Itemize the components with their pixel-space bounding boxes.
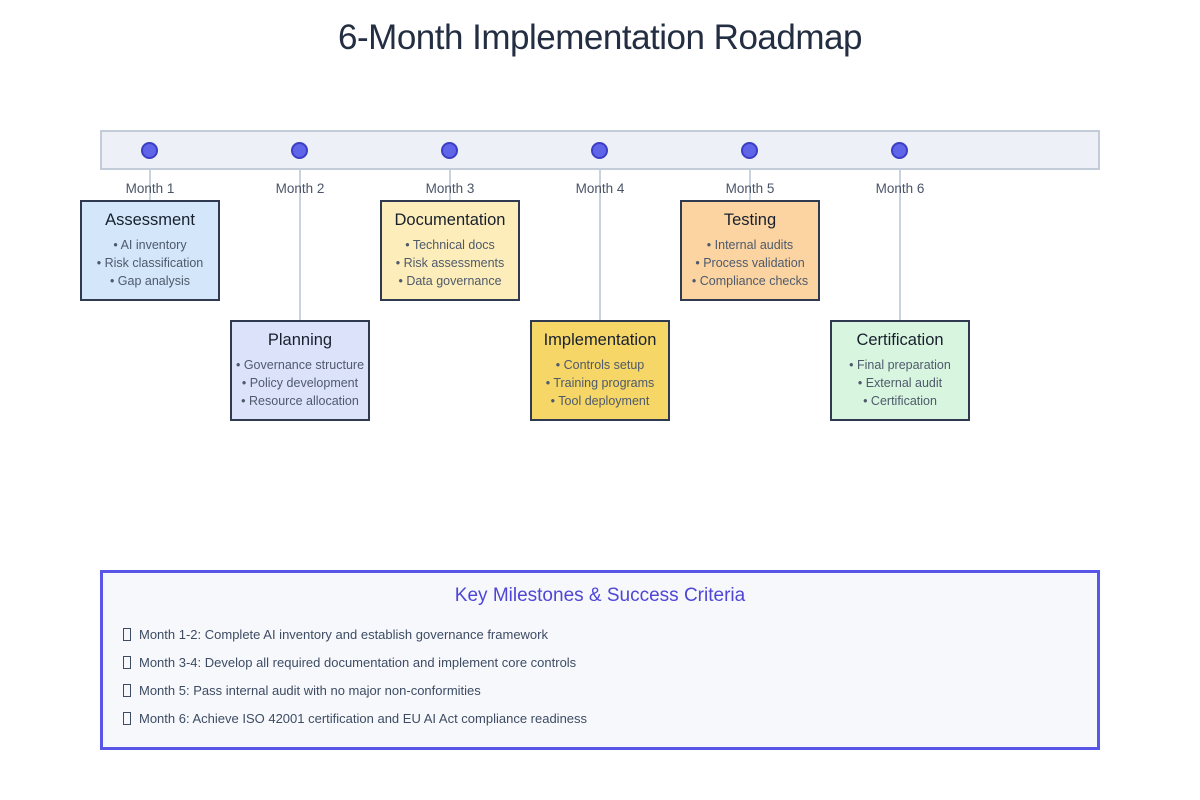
milestone-text: Month 5: Pass internal audit with no maj… bbox=[139, 683, 481, 698]
phase-item: AI inventory bbox=[82, 236, 218, 254]
phase-item: External audit bbox=[832, 374, 968, 392]
month-label-1: Month 1 bbox=[125, 181, 175, 196]
phase-card-testing: Testing Internal audits Process validati… bbox=[680, 200, 820, 301]
milestones-panel: Key Milestones & Success Criteria Month … bbox=[100, 570, 1100, 750]
phase-card-certification: Certification Final preparation External… bbox=[830, 320, 970, 421]
phase-item: Governance structure bbox=[232, 356, 368, 374]
milestone-item: Month 5: Pass internal audit with no maj… bbox=[123, 677, 1097, 705]
phase-item: Compliance checks bbox=[682, 272, 818, 290]
month-label-2: Month 2 bbox=[275, 181, 325, 196]
phase-item: Certification bbox=[832, 392, 968, 410]
missing-glyph-icon bbox=[123, 684, 131, 697]
milestones-title: Key Milestones & Success Criteria bbox=[454, 585, 746, 606]
timeline-dot-month-2 bbox=[291, 142, 308, 159]
missing-glyph-icon bbox=[123, 656, 131, 669]
timeline-dot-month-6 bbox=[891, 142, 908, 159]
connector-month-3 bbox=[449, 170, 451, 200]
phase-item: Risk classification bbox=[82, 254, 218, 272]
phase-item: Resource allocation bbox=[232, 392, 368, 410]
milestone-item: Month 6: Achieve ISO 42001 certification… bbox=[123, 705, 1097, 733]
milestone-item: Month 3-4: Develop all required document… bbox=[123, 649, 1097, 677]
connector-month-2 bbox=[299, 170, 301, 320]
phase-item: Gap analysis bbox=[82, 272, 218, 290]
connector-month-6 bbox=[899, 170, 901, 320]
milestone-text: Month 1-2: Complete AI inventory and est… bbox=[139, 627, 548, 642]
phase-item: Internal audits bbox=[682, 236, 818, 254]
month-label-3: Month 3 bbox=[425, 181, 475, 196]
connector-month-1 bbox=[149, 170, 151, 200]
month-label-4: Month 4 bbox=[575, 181, 625, 196]
connector-month-5 bbox=[749, 170, 751, 200]
phase-card-planning: Planning Governance structure Policy dev… bbox=[230, 320, 370, 421]
page-title: 6-Month Implementation Roadmap bbox=[338, 18, 862, 57]
phase-card-assessment: Assessment AI inventory Risk classificat… bbox=[80, 200, 220, 301]
phase-item: Technical docs bbox=[382, 236, 518, 254]
phase-title: Implementation bbox=[543, 331, 657, 349]
phase-card-implementation: Implementation Controls setup Training p… bbox=[530, 320, 670, 421]
phase-title: Certification bbox=[856, 331, 944, 349]
phase-title: Documentation bbox=[394, 211, 506, 229]
phase-item: Training programs bbox=[532, 374, 668, 392]
phase-item: Tool deployment bbox=[532, 392, 668, 410]
milestone-item: Month 1-2: Complete AI inventory and est… bbox=[123, 621, 1097, 649]
phase-card-documentation: Documentation Technical docs Risk assess… bbox=[380, 200, 520, 301]
phase-title: Planning bbox=[267, 331, 333, 349]
phase-item: Risk assessments bbox=[382, 254, 518, 272]
phase-item: Controls setup bbox=[532, 356, 668, 374]
phase-title: Assessment bbox=[105, 211, 195, 229]
month-label-5: Month 5 bbox=[725, 181, 775, 196]
missing-glyph-icon bbox=[123, 712, 131, 725]
milestone-text: Month 6: Achieve ISO 42001 certification… bbox=[139, 711, 588, 726]
timeline-dot-month-5 bbox=[741, 142, 758, 159]
phase-item: Policy development bbox=[232, 374, 368, 392]
phase-title: Testing bbox=[723, 211, 777, 229]
milestone-list: Month 1-2: Complete AI inventory and est… bbox=[103, 621, 1097, 733]
phase-item: Process validation bbox=[682, 254, 818, 272]
phase-item: Data governance bbox=[382, 272, 518, 290]
milestone-text: Month 3-4: Develop all required document… bbox=[139, 655, 577, 670]
timeline-dot-month-1 bbox=[141, 142, 158, 159]
connector-month-4 bbox=[599, 170, 601, 320]
timeline-dot-month-4 bbox=[591, 142, 608, 159]
missing-glyph-icon bbox=[123, 628, 131, 641]
month-label-6: Month 6 bbox=[875, 181, 925, 196]
phase-item: Final preparation bbox=[832, 356, 968, 374]
timeline-dot-month-3 bbox=[441, 142, 458, 159]
timeline-bar bbox=[100, 130, 1100, 170]
